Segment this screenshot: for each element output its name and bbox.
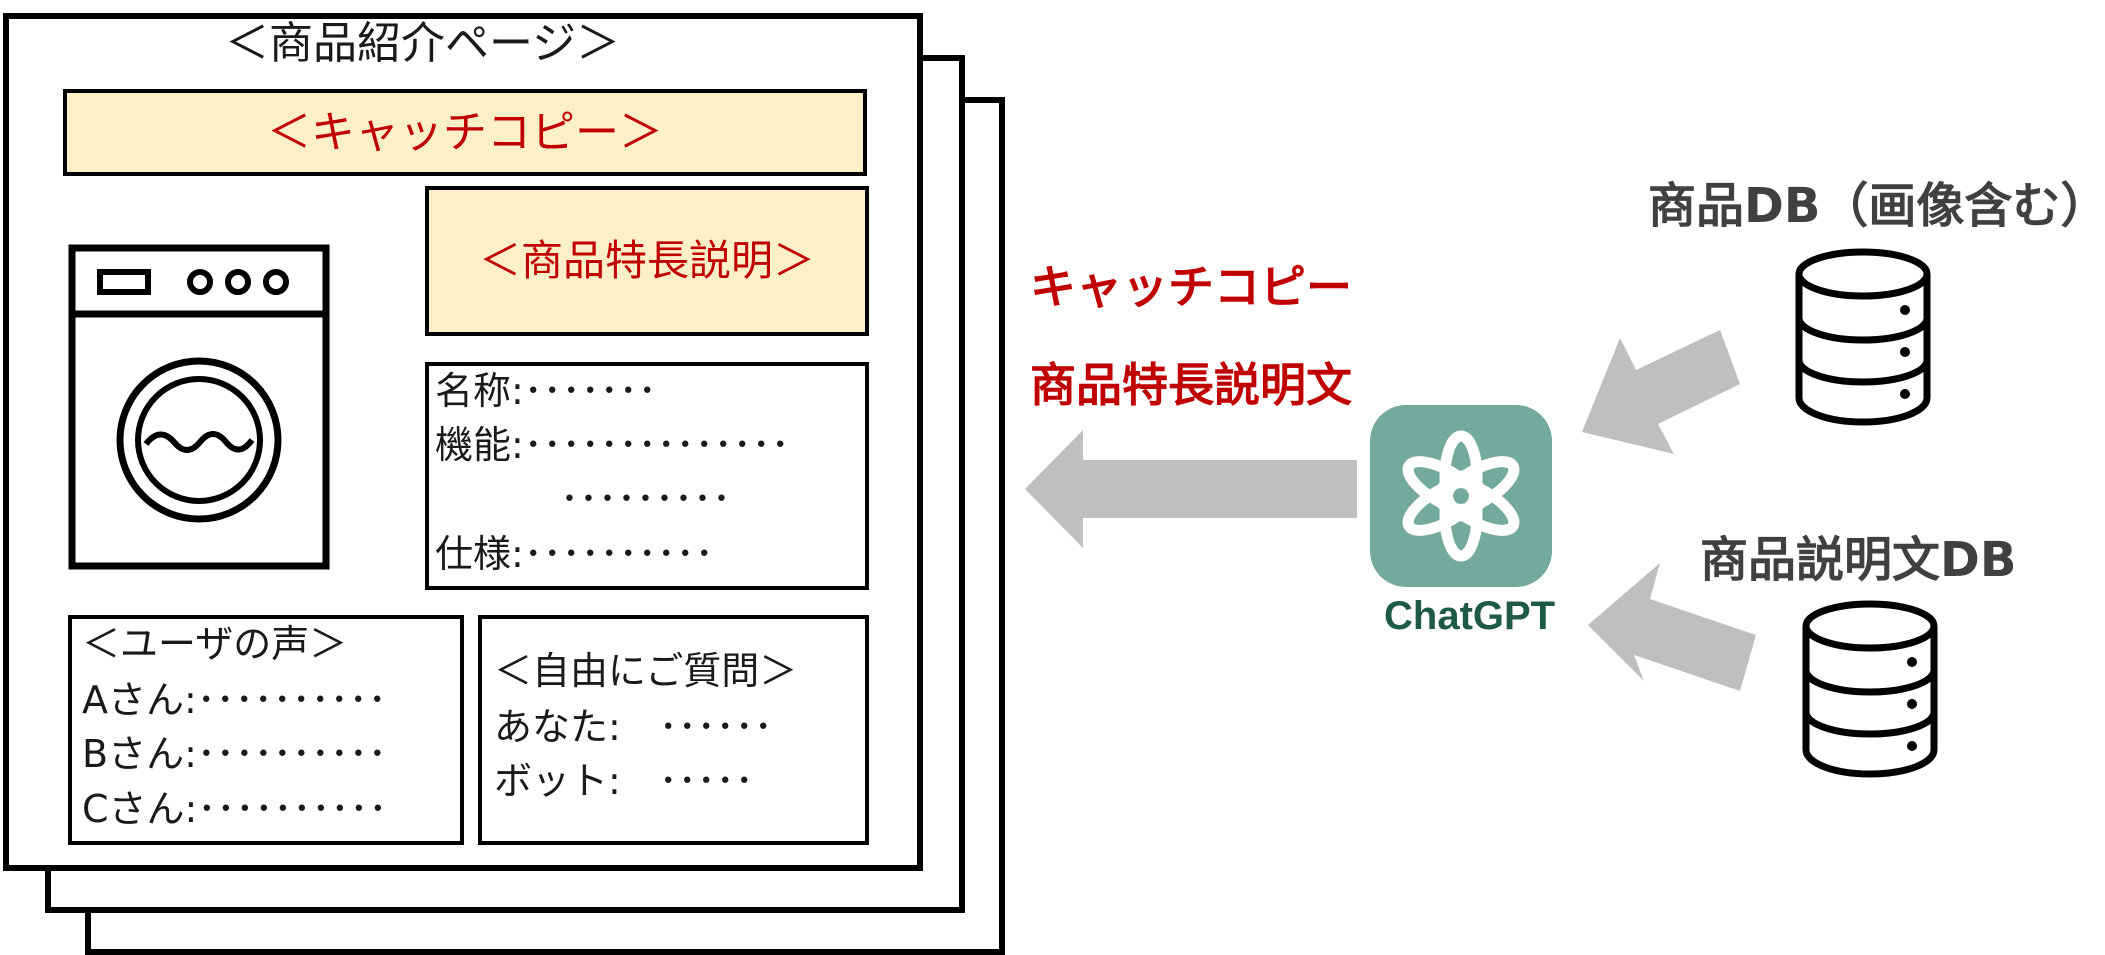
review-c: Cさん:･･････････: [82, 787, 388, 831]
chatgpt-logo-icon: [1370, 405, 1552, 587]
page-title: ＜商品紹介ページ＞: [225, 18, 621, 69]
feature-box-label: ＜商品特長説明＞: [478, 236, 815, 285]
spec-box: [425, 362, 869, 590]
database-icon: [1795, 248, 1931, 426]
spec-function-continued: ･････････: [560, 477, 732, 521]
qa-title: ＜自由にご質問＞: [494, 649, 798, 693]
reviews-box: [68, 615, 464, 845]
reviews-title: ＜ユーザの声＞: [82, 622, 348, 666]
description-db-label: 商品説明文DB: [1700, 532, 2017, 588]
catch-copy-box: ＜キャッチコピー＞: [63, 89, 867, 176]
spec-name: 名称:･･･････: [435, 369, 657, 413]
feature-box: ＜商品特長説明＞: [425, 186, 869, 336]
database-icon: [1802, 600, 1938, 778]
spec-spec: 仕様:･･････････: [435, 532, 714, 576]
qa-box: [478, 615, 869, 845]
spec-function: 機能:･･････････････: [435, 423, 790, 467]
output-catch-copy-label: キャッチコピー: [1030, 260, 1352, 314]
arrow-from-product-db-icon: [1582, 330, 1740, 454]
chatgpt-label: ChatGPT: [1384, 594, 1556, 638]
review-a: Aさん:･･････････: [82, 678, 387, 722]
arrow-from-description-db-icon: [1588, 563, 1756, 691]
qa-bot: ボット: ･････: [494, 759, 754, 803]
output-feature-text-label: 商品特長説明文: [1030, 358, 1352, 412]
washing-machine-icon: [68, 244, 330, 570]
qa-you: あなた: ･･････: [494, 705, 773, 749]
product-db-label: 商品DB（画像含む）: [1648, 178, 2105, 234]
review-b: Bさん:･･････････: [82, 732, 387, 776]
catch-copy-box-label: ＜キャッチコピー＞: [267, 106, 663, 158]
arrow-left-icon: [1025, 430, 1357, 548]
